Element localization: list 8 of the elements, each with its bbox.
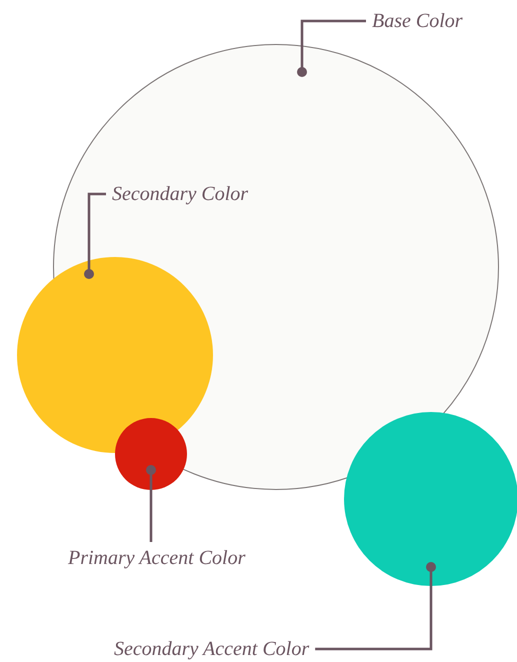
leader-line: [146, 465, 156, 542]
leader-line: [315, 562, 436, 650]
callout-label: Secondary Accent Color: [114, 637, 310, 661]
leader-line: [84, 192, 106, 279]
callout-label: Secondary Color: [112, 182, 248, 206]
leader-line: [297, 20, 366, 77]
callout-label: Primary Accent Color: [68, 546, 246, 570]
callout-label: Base Color: [372, 9, 463, 33]
